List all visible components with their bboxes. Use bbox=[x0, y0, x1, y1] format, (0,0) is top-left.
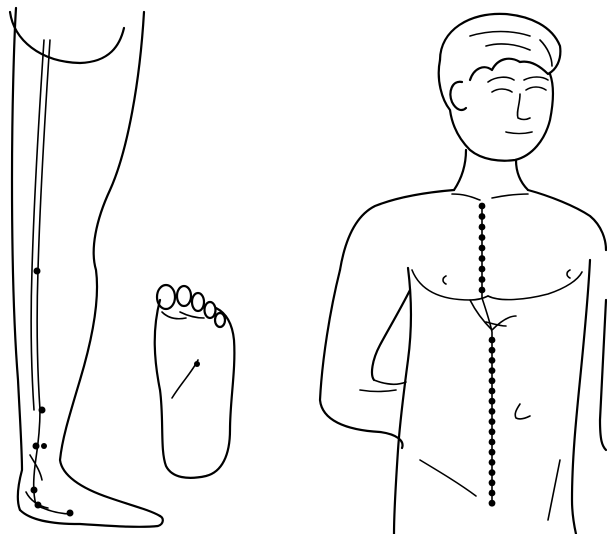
torso-acupoint bbox=[489, 490, 496, 497]
foot-bottom-outline bbox=[20, 510, 163, 527]
torso-acupoints bbox=[479, 203, 496, 507]
shoulder-right bbox=[528, 190, 606, 250]
leg-acupoint bbox=[67, 510, 74, 517]
leg-upper-curve bbox=[10, 12, 124, 63]
leg-acupoint bbox=[35, 502, 42, 509]
leg-back-outline bbox=[12, 8, 22, 510]
hip-crease-right bbox=[548, 460, 560, 520]
rib-line bbox=[470, 300, 516, 330]
torso-acupoint bbox=[489, 439, 496, 446]
leg-acupoint bbox=[33, 443, 40, 450]
nipple-left bbox=[443, 276, 446, 284]
left-arm-inner bbox=[372, 290, 410, 380]
torso-acupoint bbox=[479, 276, 486, 283]
toe-5 bbox=[215, 313, 225, 327]
toe-big bbox=[157, 285, 175, 309]
torso-acupoint bbox=[489, 367, 496, 374]
hip-crease bbox=[420, 460, 476, 496]
left-arm-outer bbox=[320, 270, 403, 448]
torso-acupoint bbox=[489, 479, 496, 486]
torso-acupoint bbox=[489, 428, 496, 435]
right-arm-outer bbox=[600, 300, 606, 450]
torso-acupoint bbox=[479, 266, 486, 273]
leg-illustration bbox=[10, 8, 163, 527]
toe-4 bbox=[205, 302, 216, 318]
torso-acupoint bbox=[489, 408, 496, 415]
pectoral-left bbox=[412, 270, 488, 300]
leg-acupoint bbox=[39, 407, 46, 414]
navel bbox=[515, 404, 530, 419]
torso-acupoint bbox=[489, 469, 496, 476]
torso-acupoint bbox=[479, 245, 486, 252]
toe-3 bbox=[192, 293, 204, 311]
leg-acupoint bbox=[41, 443, 47, 449]
leg-acupoint bbox=[34, 268, 41, 275]
left-hand bbox=[360, 380, 406, 392]
torso-acupoint bbox=[489, 418, 496, 425]
torso-acupoint bbox=[479, 224, 486, 231]
right-eye bbox=[526, 87, 546, 90]
collarbone-right bbox=[492, 194, 528, 198]
torso-illustration bbox=[320, 14, 606, 534]
torso-acupoint bbox=[489, 337, 496, 344]
neck-left bbox=[454, 150, 466, 190]
leg-acupoint bbox=[31, 487, 38, 494]
torso-left-side bbox=[394, 268, 411, 534]
torso-acupoint bbox=[489, 377, 496, 384]
torso-acupoint bbox=[479, 255, 486, 262]
hair-strands bbox=[470, 32, 552, 67]
torso-acupoint bbox=[489, 449, 496, 456]
torso-acupoint bbox=[479, 287, 486, 294]
sole-meridian-line bbox=[172, 360, 198, 398]
left-brow bbox=[488, 77, 514, 82]
torso-right-side bbox=[572, 260, 590, 534]
torso-acupoint bbox=[479, 213, 486, 220]
torso-acupoint bbox=[489, 347, 496, 354]
torso-acupoint bbox=[489, 388, 496, 395]
neck-right bbox=[516, 160, 528, 190]
right-brow bbox=[524, 77, 548, 80]
toe-pads bbox=[162, 312, 204, 319]
torso-acupoint bbox=[479, 203, 486, 210]
ear bbox=[450, 82, 466, 110]
nipple-right bbox=[567, 270, 570, 278]
mouth bbox=[506, 132, 532, 134]
nose bbox=[517, 94, 530, 120]
torso-acupoint bbox=[489, 398, 496, 405]
left-eye bbox=[492, 89, 512, 92]
head-outline bbox=[439, 60, 553, 161]
hair-outline bbox=[440, 14, 560, 80]
torso-acupoint bbox=[489, 459, 496, 466]
collarbone-left bbox=[452, 194, 480, 200]
toe-2 bbox=[177, 286, 191, 306]
leg-front-outline bbox=[60, 12, 160, 516]
foot-sole-illustration bbox=[155, 285, 235, 478]
torso-acupoint bbox=[479, 234, 486, 241]
shoulder-left bbox=[340, 190, 454, 270]
sole-acupoint bbox=[194, 361, 200, 367]
torso-acupoint bbox=[489, 357, 496, 364]
torso-acupoint bbox=[489, 500, 496, 507]
